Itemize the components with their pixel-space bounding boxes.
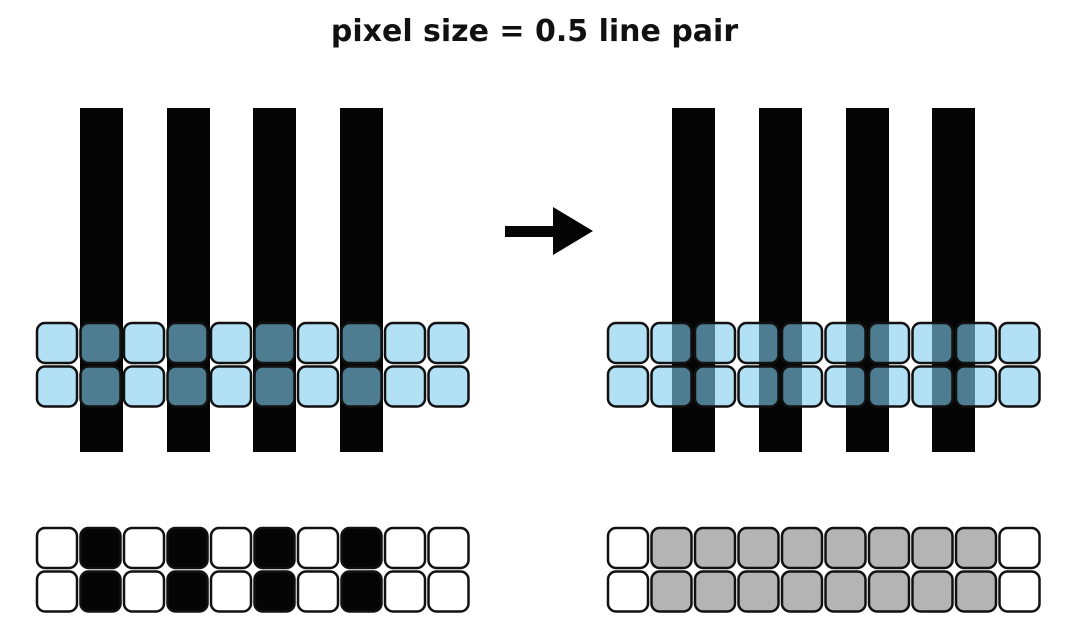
sensor-pixel	[780, 365, 824, 408]
output-pixel-white	[383, 526, 427, 570]
sensor-pixel	[780, 321, 824, 365]
sensor-pixel	[737, 321, 780, 365]
sensor-pixel	[693, 365, 737, 408]
output-pixel-white	[606, 526, 650, 570]
output-pixel-gray	[911, 570, 954, 613]
sensor-pixel	[340, 365, 383, 408]
sensor-pixel	[340, 321, 383, 365]
sensor-pixel	[383, 321, 427, 365]
sensor-pixel	[693, 321, 737, 365]
sensor-pixel	[35, 321, 79, 365]
output-pixel-black	[79, 526, 122, 570]
sensor-pixel	[209, 321, 253, 365]
output-pixel-white	[998, 570, 1041, 613]
sensor-pixel	[911, 321, 954, 365]
output-pixel-gray	[737, 570, 780, 613]
output-pixel-gray	[737, 526, 780, 570]
sensor-pixel	[209, 365, 253, 408]
output-pixel-white	[606, 570, 650, 613]
output-pixel-gray	[693, 570, 737, 613]
sensor-pixel	[737, 365, 780, 408]
output-pixel-gray	[824, 526, 867, 570]
output-pixel-gray	[780, 526, 824, 570]
sensor-pixel	[253, 365, 296, 408]
sensor-pixel	[911, 365, 954, 408]
sensor-pixel	[427, 365, 470, 408]
sensor-pixel	[122, 365, 166, 408]
output-pixel-gray	[824, 570, 867, 613]
sensor-pixel	[253, 321, 296, 365]
sensor-pixel	[824, 321, 867, 365]
sensor-pixel	[954, 321, 998, 365]
sensor-pixel	[122, 321, 166, 365]
output-pixel-gray	[867, 570, 911, 613]
sensor-pixel	[79, 321, 122, 365]
output-pixel-gray	[911, 526, 954, 570]
output-pixel-white	[296, 526, 340, 570]
output-pixel-black	[79, 570, 122, 613]
output-pixel-white	[35, 570, 79, 613]
output-pixel-black	[253, 526, 296, 570]
sensor-pixel	[296, 321, 340, 365]
sensor-pixel	[998, 321, 1041, 365]
output-pixel-gray	[954, 570, 998, 613]
sensor-pixel	[296, 365, 340, 408]
page-title: pixel size = 0.5 line pair	[330, 14, 739, 49]
output-pixel-white	[427, 570, 470, 613]
output-pixel-white	[998, 526, 1041, 570]
output-pixel-white	[35, 526, 79, 570]
output-pixel-white	[209, 526, 253, 570]
output-pixel-black	[340, 570, 383, 613]
sensor-pixel	[79, 365, 122, 408]
output-pixel-gray	[650, 570, 693, 613]
sensor-pixel	[998, 365, 1041, 408]
sensor-pixel	[650, 321, 693, 365]
sensor-pixel	[35, 365, 79, 408]
output-pixel-white	[383, 570, 427, 613]
sensor-pixel	[606, 321, 650, 365]
sensor-pixel	[166, 365, 209, 408]
output-pixel-black	[166, 570, 209, 613]
sensor-pixel	[383, 365, 427, 408]
sensor-pixel	[867, 365, 911, 408]
sensor-pixel	[867, 321, 911, 365]
output-pixel-gray	[650, 526, 693, 570]
output-pixel-white	[296, 570, 340, 613]
aligned-panel	[35, 108, 470, 613]
output-pixel-white	[209, 570, 253, 613]
output-pixel-black	[166, 526, 209, 570]
output-pixel-white	[122, 526, 166, 570]
offset-panel	[606, 108, 1041, 613]
sensor-pixel	[954, 365, 998, 408]
output-pixel-gray	[867, 526, 911, 570]
sensor-pixel	[166, 321, 209, 365]
sensor-pixel	[650, 365, 693, 408]
output-pixel-black	[253, 570, 296, 613]
output-pixel-white	[427, 526, 470, 570]
output-pixel-gray	[954, 526, 998, 570]
sensor-pixel	[427, 321, 470, 365]
output-pixel-black	[340, 526, 383, 570]
output-pixel-gray	[780, 570, 824, 613]
output-pixel-gray	[693, 526, 737, 570]
sensor-pixel	[824, 365, 867, 408]
right-arrow-icon	[505, 207, 593, 255]
output-pixel-white	[122, 570, 166, 613]
sensor-pixel	[606, 365, 650, 408]
